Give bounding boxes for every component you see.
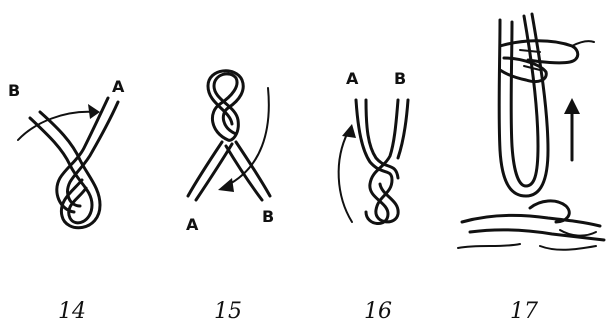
arrow-icon (339, 132, 352, 222)
hand-icon (458, 201, 604, 250)
figure-14: B A 14 (8, 77, 125, 324)
arrow-icon (342, 124, 356, 138)
arrow-icon (226, 88, 269, 186)
figure-number: 14 (58, 299, 86, 324)
figure-15: A B 15 (186, 71, 274, 324)
label-right: B (394, 69, 406, 88)
figure-16: A B 16 (339, 69, 408, 324)
label-left: B (8, 81, 20, 100)
rope-strand (212, 74, 238, 140)
arrow-icon (218, 178, 234, 192)
hand-icon (500, 41, 594, 82)
label-left: A (346, 69, 359, 88)
figure-17: 17 (458, 14, 604, 324)
rope-strand (398, 100, 408, 158)
arrow-icon (564, 98, 580, 114)
label-right: A (112, 77, 125, 96)
rope-strand (68, 102, 118, 206)
figure-number: 17 (510, 299, 538, 324)
label-left: A (186, 215, 199, 234)
figure-number: 16 (364, 299, 392, 324)
figure-number: 15 (214, 299, 242, 324)
label-right: B (262, 207, 274, 226)
